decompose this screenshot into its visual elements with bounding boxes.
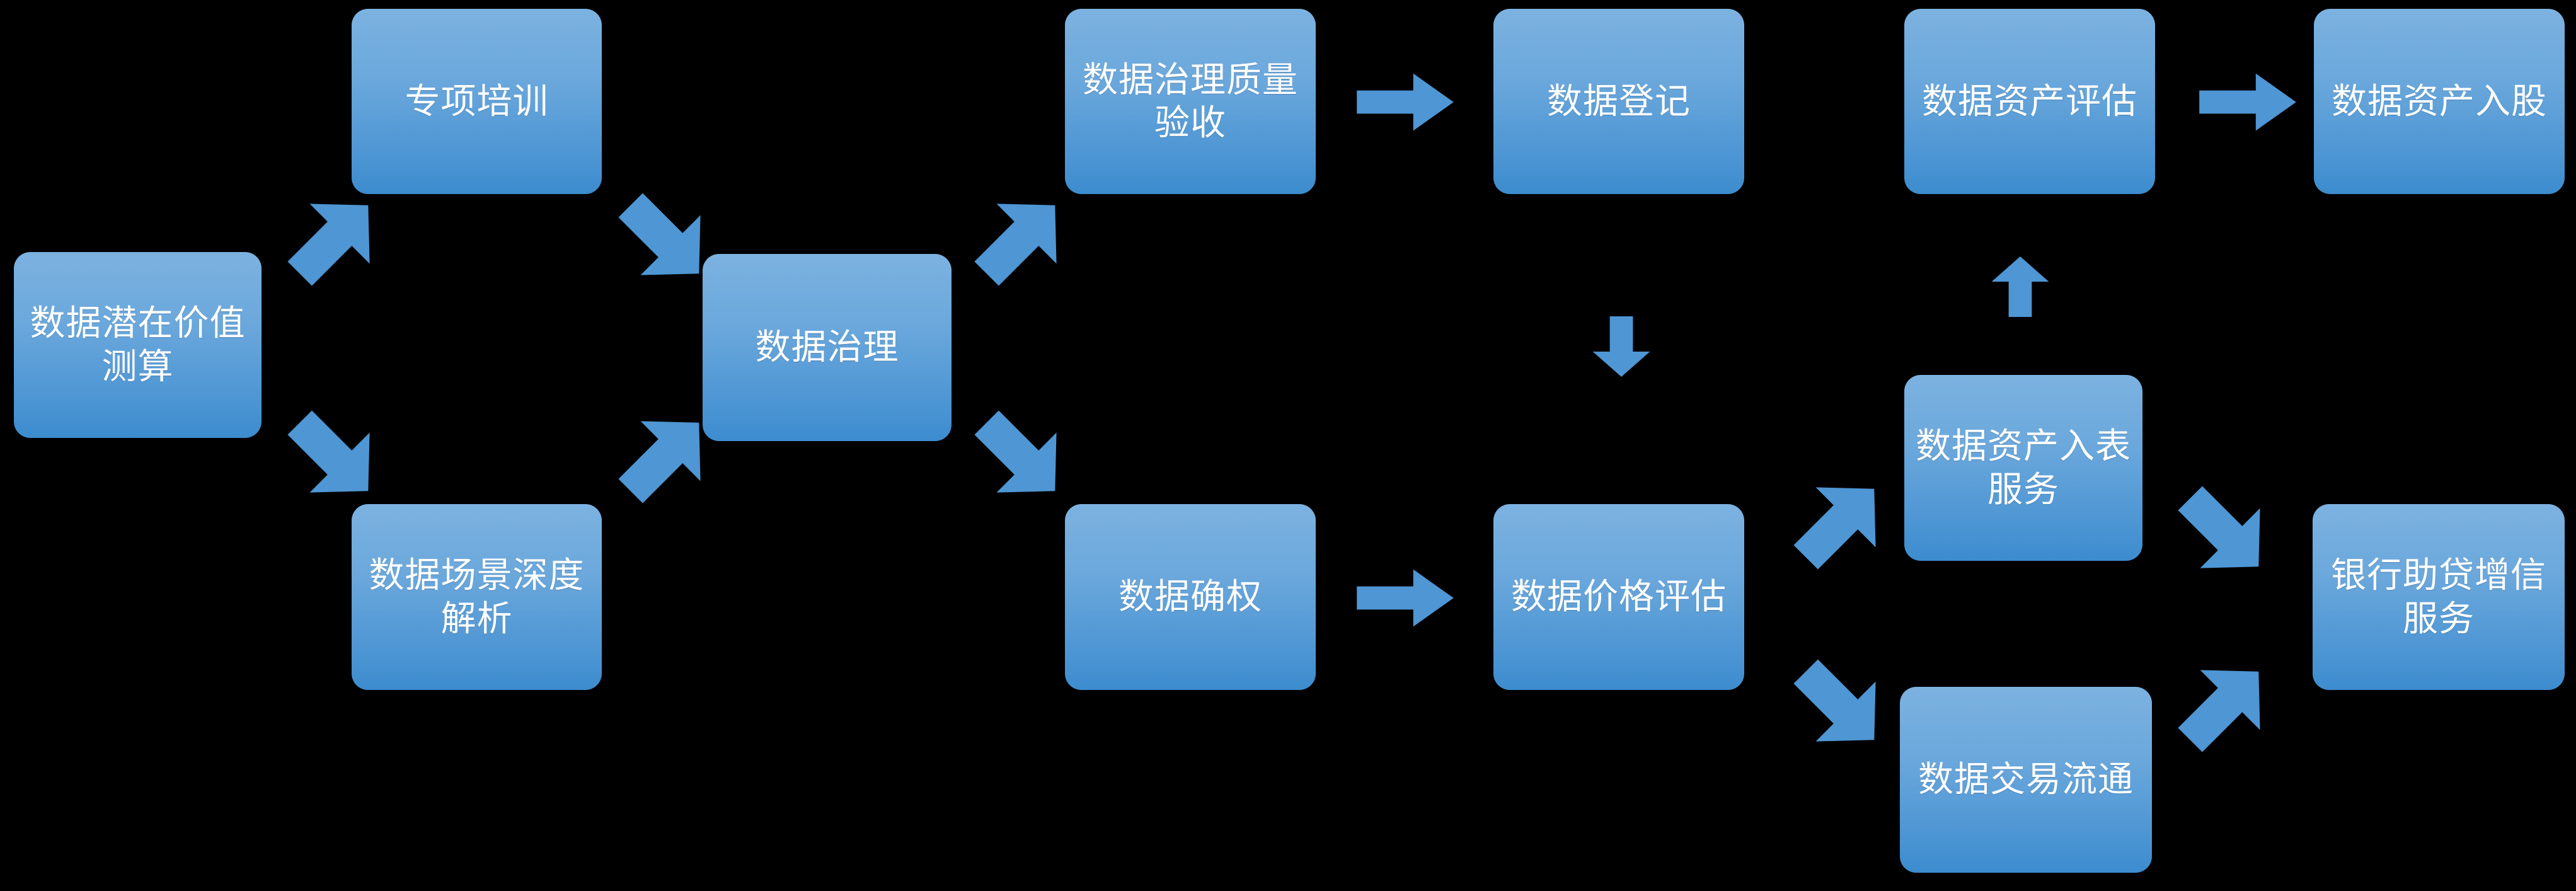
arrow-right-icon [2197,68,2298,136]
node-n13[interactable]: 银行助贷增信服务 [2313,504,2565,690]
arrow-up-right-icon [1790,473,1890,573]
arrow-right-icon [1355,68,1456,136]
node-label: 银行助贷增信服务 [2331,555,2546,638]
node-label: 数据资产入表服务 [1916,426,2131,509]
node-label: 数据场景深度解析 [369,555,585,638]
node-n9[interactable]: 数据资产评估 [1904,9,2155,194]
node-label: 数据资产入股 [2332,81,2547,121]
node-label: 数据交易流通 [1918,759,2134,800]
node-n3[interactable]: 数据场景深度解析 [352,504,602,690]
arrow-up-right-icon [2174,655,2275,756]
node-n4[interactable]: 数据治理 [703,254,952,441]
arrow-down-right-icon [2174,482,2275,583]
arrow-down-right-icon [970,406,1071,507]
arrow-up-right-icon [614,406,715,507]
arrow-down-right-icon [614,189,715,290]
node-n7[interactable]: 数据登记 [1493,9,1744,194]
arrow-right-icon [1355,564,1456,632]
node-label: 专项培训 [405,81,549,121]
node-label: 数据资产评估 [1922,81,2137,121]
node-label: 数据治理质量验收 [1083,59,1298,142]
node-label: 数据确权 [1118,577,1262,617]
node-n5[interactable]: 数据治理质量验收 [1065,9,1316,194]
node-label: 数据价格评估 [1511,577,1727,617]
node-n2[interactable]: 专项培训 [352,9,602,194]
arrow-up-icon [1986,255,2054,318]
node-n1[interactable]: 数据潜在价值测算 [14,252,262,438]
node-label: 数据治理 [755,327,899,367]
arrow-down-right-icon [1790,655,1890,756]
node-n11[interactable]: 数据交易流通 [1900,687,2152,873]
node-n8[interactable]: 数据价格评估 [1493,504,1744,690]
node-n6[interactable]: 数据确权 [1065,504,1316,690]
node-label: 数据登记 [1547,81,1691,121]
node-n12[interactable]: 数据资产入股 [2314,9,2565,194]
arrow-up-right-icon [284,189,384,290]
node-label: 数据潜在价值测算 [30,303,246,386]
arrow-down-right-icon [284,406,384,507]
arrow-up-right-icon [970,189,1071,290]
arrow-down-icon [1587,315,1655,378]
node-n10[interactable]: 数据资产入表服务 [1904,375,2142,561]
